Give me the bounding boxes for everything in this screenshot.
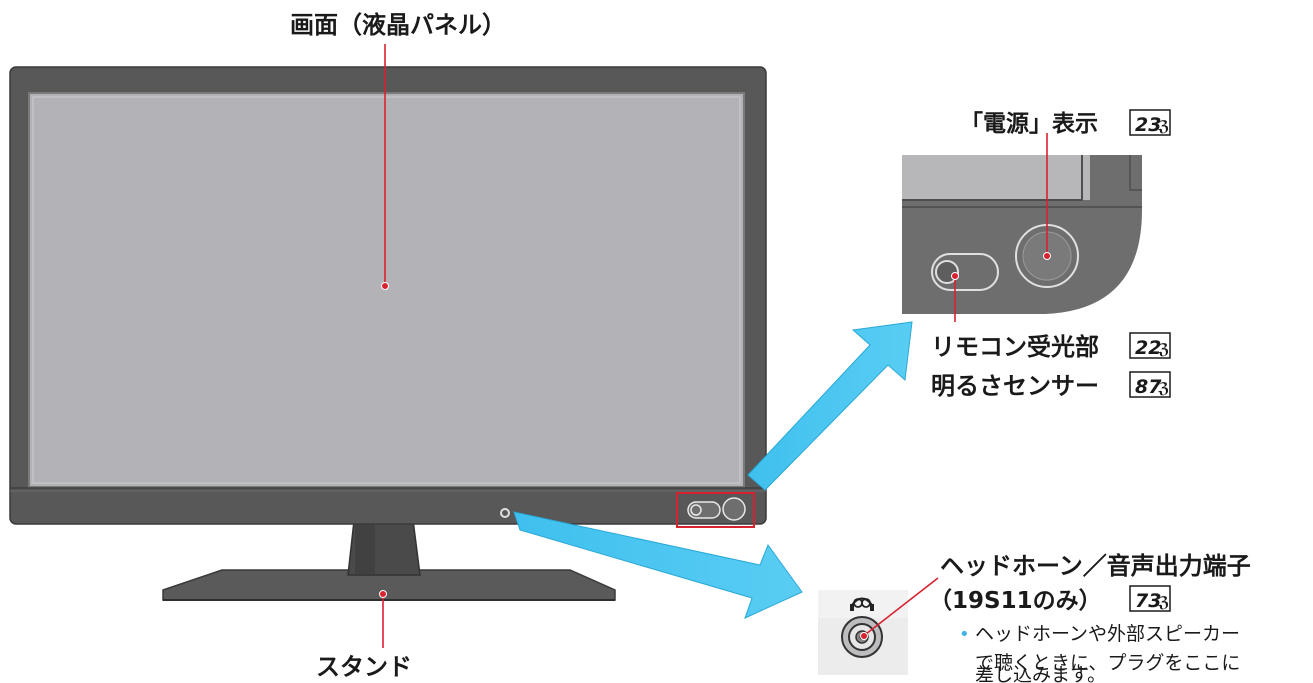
leader-lines — [382, 44, 1048, 648]
label-headphone-model: （19S11のみ） — [929, 587, 1102, 614]
headphone-icon — [850, 597, 874, 611]
headphone-jack-small — [500, 508, 510, 518]
note-line-2: で聴くときに、プラグをここに — [975, 652, 1240, 674]
tv-body — [9, 66, 767, 601]
arrow-to-zoom-sensor — [747, 321, 913, 491]
note-line-1: ヘッドホーンや外部スピーカー — [975, 623, 1240, 645]
label-brightness-sensor: 明るさセンサー — [931, 372, 1099, 400]
svg-text:22: 22 — [1135, 337, 1161, 359]
svg-text:ℨ: ℨ — [1157, 117, 1169, 135]
svg-text:73: 73 — [1135, 590, 1161, 612]
svg-text:ℨ: ℨ — [1157, 340, 1169, 358]
svg-text:87: 87 — [1135, 376, 1162, 398]
lcd-screen — [28, 92, 745, 488]
label-remote-receiver: リモコン受光部 — [931, 333, 1099, 361]
label-stand: スタンド — [316, 653, 412, 681]
leader-dots — [379, 252, 1051, 640]
sensor-highlight-box — [676, 492, 755, 528]
page-ref-23: 23 ℨ — [1129, 109, 1171, 136]
label-screen: 画面（液晶パネル） — [290, 11, 506, 39]
svg-text:ℨ: ℨ — [1157, 593, 1169, 611]
page-ref-87: 87 ℨ — [1129, 371, 1171, 398]
page-ref-22: 22 ℨ — [1129, 332, 1171, 359]
note-bullet: • — [959, 624, 970, 645]
page-ref-73: 73 ℨ — [1129, 585, 1171, 612]
label-headphone-terminal: ヘッドホーン／音声出力端子 — [940, 552, 1251, 580]
svg-text:23: 23 — [1135, 114, 1161, 136]
svg-text:ℨ: ℨ — [1157, 379, 1169, 397]
zoom-sensor-panel — [902, 155, 1142, 314]
label-power-display: 「電源」表示 — [960, 111, 1098, 137]
arrow-to-zoom-headphone — [513, 511, 803, 619]
note-line-3: 差し込みます。 — [975, 664, 1106, 683]
